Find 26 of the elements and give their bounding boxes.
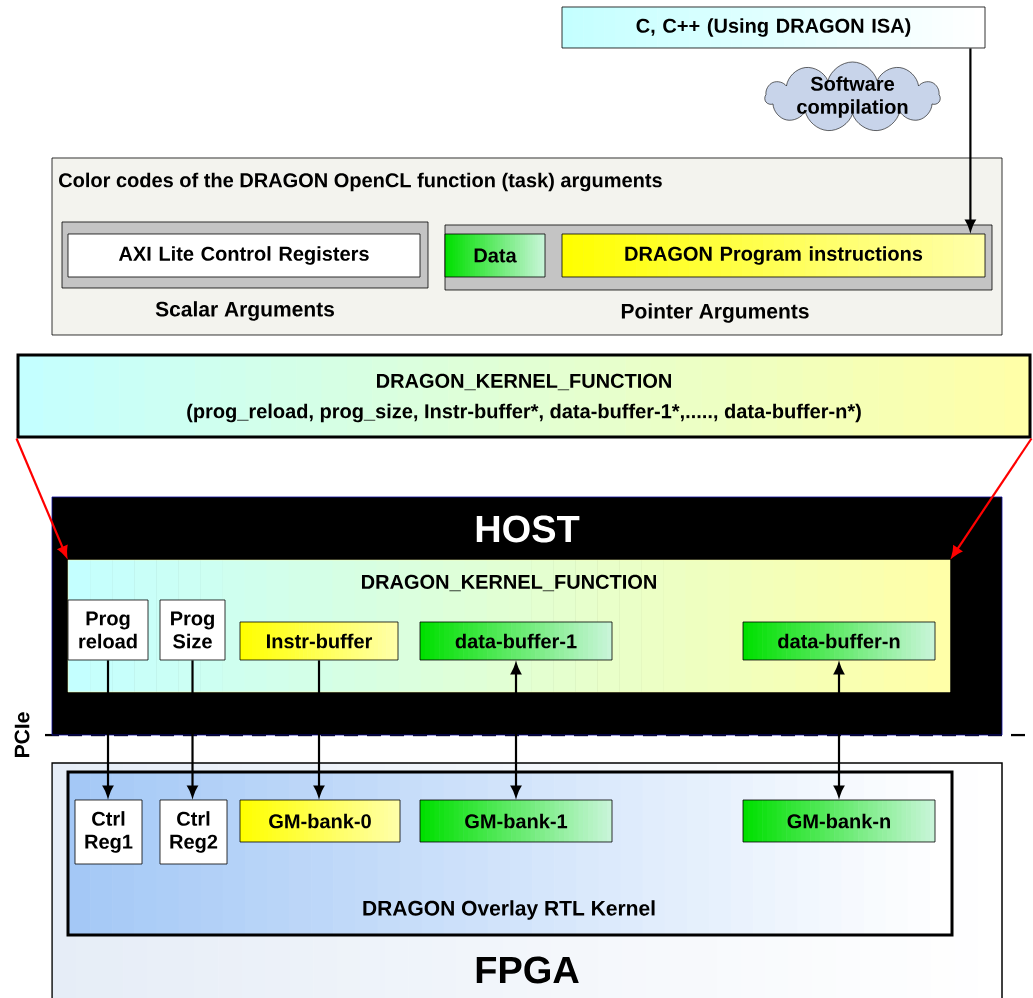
compilation-cloud: Software compilation [764,61,941,131]
kernel-function-box: DRAGON_KERNEL_FUNCTION (prog_reload, prog_size, Instr-buffer*, data-buffer-1*,....., data-buffer-n*) [16,353,1032,439]
argument-box: Prog reload [67,599,149,661]
argument-box: Prog Size [159,599,226,661]
arrow [833,663,845,797]
arrow [102,660,114,797]
register-box: Ctrl Reg2 [159,799,228,865]
source-code-box: C, C++ (Using DRAGON ISA) [561,6,986,49]
arrow [510,663,522,797]
buffer-box: Instr-buffer [239,621,399,661]
register-box: AXI Lite Control Registers [67,233,421,278]
instruction-box: DRAGON Program instructions [561,233,986,278]
buffer-box: data-buffer-1 [419,621,613,661]
node-label: Pointer Arguments [621,303,809,323]
buffer-box: data-buffer-n [742,621,936,661]
arrow [965,48,976,231]
memory-bank-box: GM-bank-n [742,799,936,843]
data-box: Data [444,233,546,278]
memory-bank-box: GM-bank-0 [239,799,401,843]
register-box: Ctrl Reg1 [74,799,143,865]
memory-bank-box: GM-bank-1 [419,799,613,843]
arrow [313,660,325,797]
arrow [951,437,1033,558]
arrow [15,438,68,558]
bus-label: PCIe [14,712,30,757]
node-label: Scalar Arguments [155,301,334,321]
